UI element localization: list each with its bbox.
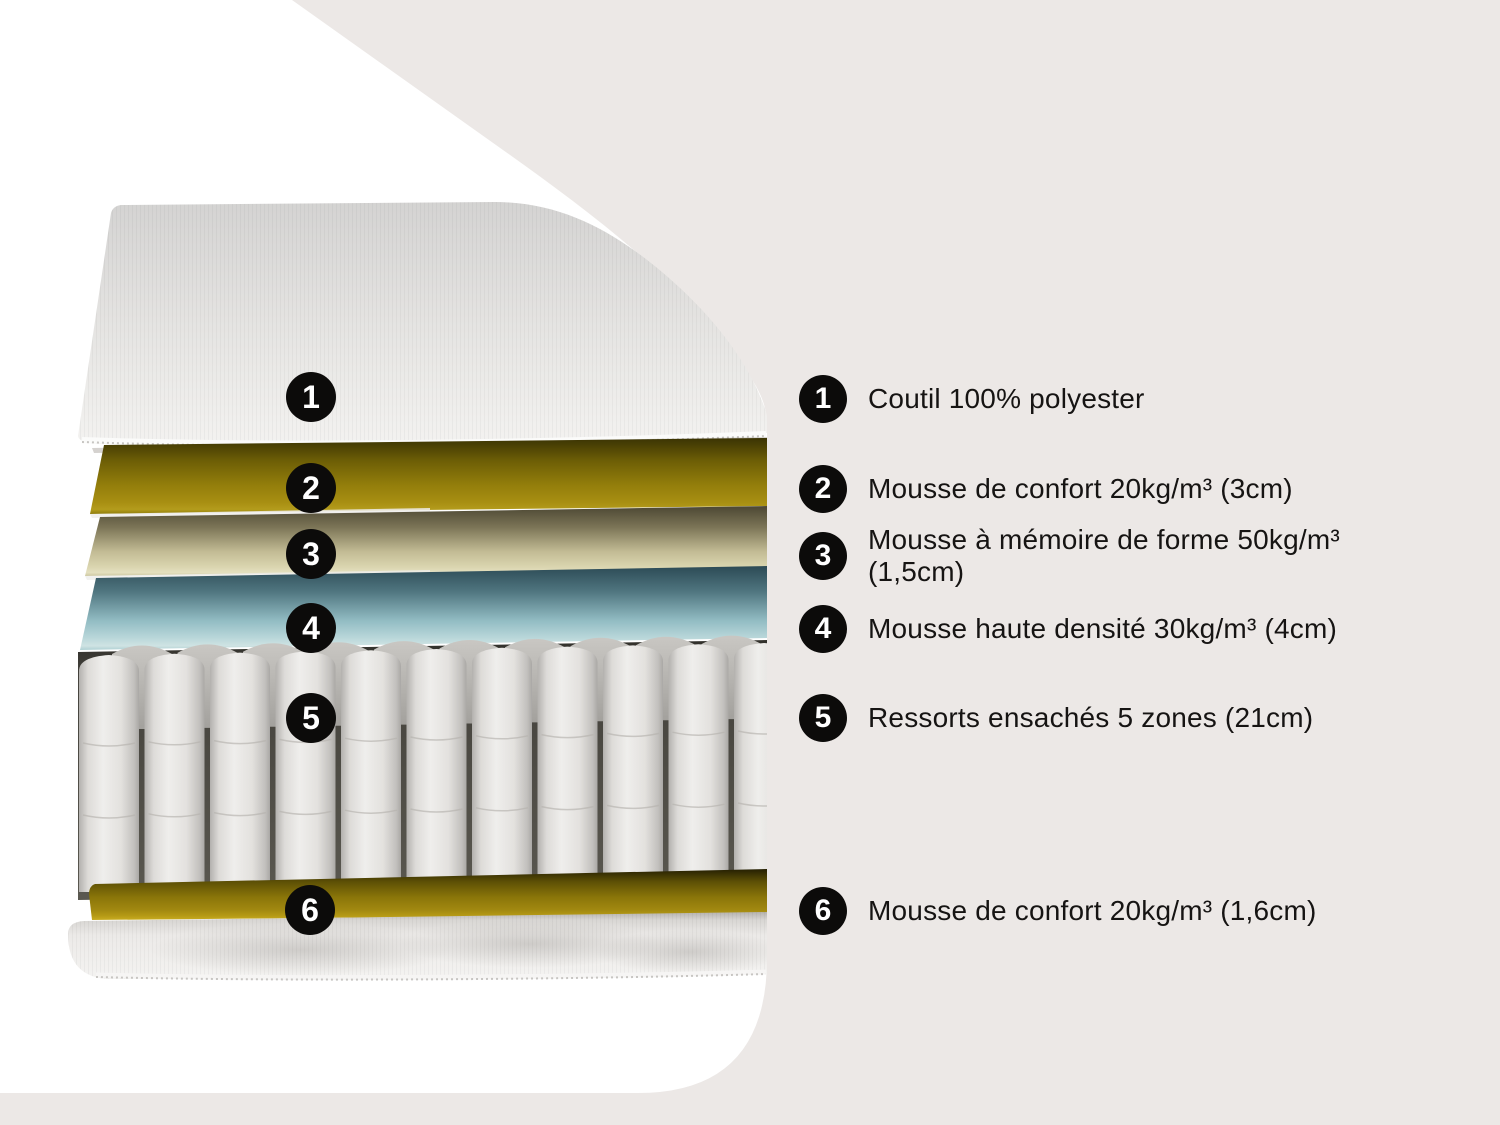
diagram-badge-3: 3: [286, 529, 336, 579]
badge-number: 2: [302, 470, 320, 506]
legend-label-line: Coutil 100% polyester: [868, 383, 1145, 414]
badge-number: 5: [302, 700, 320, 736]
layer-memory-foam: [85, 506, 767, 576]
number-badge-3: 3: [799, 532, 847, 580]
legend-label-5: Ressorts ensachés 5 zones (21cm): [868, 702, 1313, 734]
legend-item-6: 6 Mousse de confort 20kg/m³ (1,6cm): [799, 887, 1317, 935]
legend-label-2: Mousse de confort 20kg/m³ (3cm): [868, 473, 1293, 505]
number-badge-1: 1: [799, 375, 847, 423]
legend-item-1: 1 Coutil 100% polyester: [799, 375, 1145, 423]
spring-seam: [606, 804, 660, 810]
legend-label-6: Mousse de confort 20kg/m³ (1,6cm): [868, 895, 1317, 927]
number-badge-4: 4: [799, 605, 847, 653]
badge-number: 4: [302, 610, 320, 646]
legend-item-5: 5 Ressorts ensachés 5 zones (21cm): [799, 694, 1313, 742]
spring-seam: [344, 737, 398, 742]
spring-seam: [213, 811, 267, 817]
layer-high-density-foam: [80, 566, 767, 650]
spring-seam: [475, 735, 529, 740]
badge-number: 1: [302, 379, 320, 415]
legend-item-2: 2 Mousse de confort 20kg/m³ (3cm): [799, 465, 1293, 513]
badge-number: 3: [302, 536, 320, 572]
spring-pocket: [537, 646, 598, 884]
legend-label-line: Mousse de confort 20kg/m³ (1,6cm): [868, 895, 1317, 926]
spring-pocket: [406, 649, 467, 886]
number-badge-6: 6: [799, 887, 847, 935]
diagram-badge-4: 4: [286, 603, 336, 653]
legend-label-line: Mousse à mémoire de forme 50kg/m³: [868, 524, 1340, 555]
diagram-badge-6: 6: [285, 885, 335, 935]
layer-comfort-foam-bottom: [89, 869, 767, 920]
legend-item-3: 3 Mousse à mémoire de forme 50kg/m³ (1,5…: [799, 524, 1340, 588]
legend-label-line: Ressorts ensachés 5 zones (21cm): [868, 702, 1314, 733]
spring-seam: [410, 736, 463, 741]
spring-seam: [82, 814, 136, 819]
spring-pocket: [144, 653, 205, 891]
spring-seam: [410, 808, 463, 813]
spring-seam: [148, 741, 201, 746]
diagram-badge-1: 1: [286, 372, 336, 422]
spring-seam: [737, 730, 767, 735]
number-badge-5: 5: [799, 694, 847, 742]
spring-seam: [737, 802, 767, 807]
legend-label-4: Mousse haute densité 30kg/m³ (4cm): [868, 613, 1337, 645]
spring-seam: [279, 810, 332, 816]
diagram-badge-2: 2: [286, 463, 336, 513]
legend-label-3: Mousse à mémoire de forme 50kg/m³ (1,5cm…: [868, 524, 1340, 588]
spring-seam: [606, 732, 660, 738]
spring-front-row: [79, 643, 767, 892]
badge-number: 6: [301, 892, 319, 928]
spring-pocket: [734, 643, 767, 880]
number-badge-2: 2: [799, 465, 847, 513]
spring-pocket: [275, 651, 336, 889]
spring-seam: [541, 733, 594, 739]
spring-pocket: [472, 647, 532, 885]
legend-item-4: 4 Mousse haute densité 30kg/m³ (4cm): [799, 605, 1337, 653]
base-piping: [95, 969, 767, 981]
spring-seam: [475, 807, 529, 812]
spring-seam: [213, 739, 267, 745]
spring-seam: [541, 805, 594, 811]
spring-pocket: [210, 652, 270, 890]
layer-comfort-foam-top: [90, 438, 767, 514]
spring-seam: [672, 803, 725, 808]
spring-pocket: [341, 650, 401, 888]
spring-seam: [344, 809, 398, 814]
spring-pocket: [603, 645, 663, 883]
spring-seam: [82, 742, 136, 747]
legend-label-line: Mousse de confort 20kg/m³ (3cm): [868, 473, 1293, 504]
spring-seam: [148, 813, 201, 818]
legend-label-line: (1,5cm): [868, 556, 965, 587]
diagram-badge-5: 5: [286, 693, 336, 743]
spring-pocket: [668, 644, 729, 882]
spring-seam: [672, 731, 725, 736]
spring-pocket: [79, 655, 139, 892]
legend-label-line: Mousse haute densité 30kg/m³ (4cm): [868, 613, 1338, 644]
legend-label-1: Coutil 100% polyester: [868, 383, 1145, 415]
